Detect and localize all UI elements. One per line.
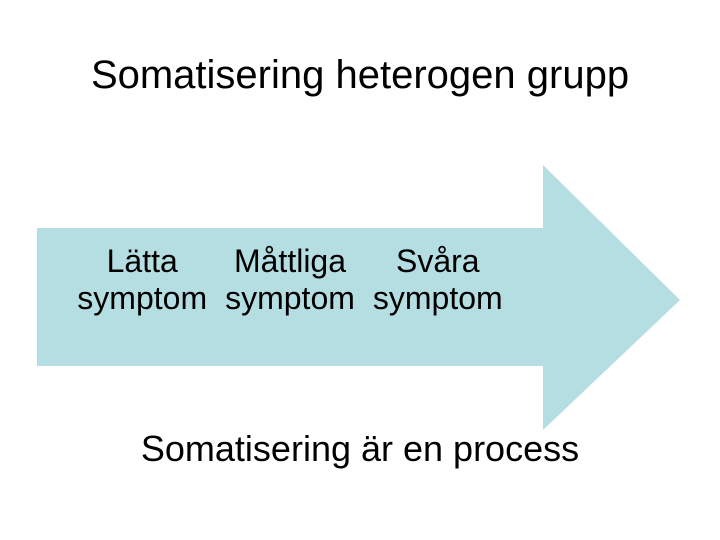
stage-severe: Svåra symptom [364, 243, 512, 317]
stage-mild-severity: Lätta [106, 243, 178, 279]
stage-severe-noun: symptom [372, 280, 503, 316]
stage-severe-severity: Svåra [395, 243, 480, 279]
stage-moderate-severity: Måttliga [233, 243, 347, 279]
page-title: Somatisering heterogen grupp [90, 53, 630, 97]
stage-mild: Lätta symptom [68, 243, 216, 317]
symptom-stage-row: Lätta symptom Måttliga symptom Svåra sym… [37, 243, 543, 317]
stage-moderate: Måttliga symptom [216, 243, 364, 317]
stage-moderate-noun: symptom [225, 280, 355, 316]
slide-caption: Somatisering är en process [140, 428, 580, 469]
stage-mild-noun: symptom [77, 280, 208, 316]
